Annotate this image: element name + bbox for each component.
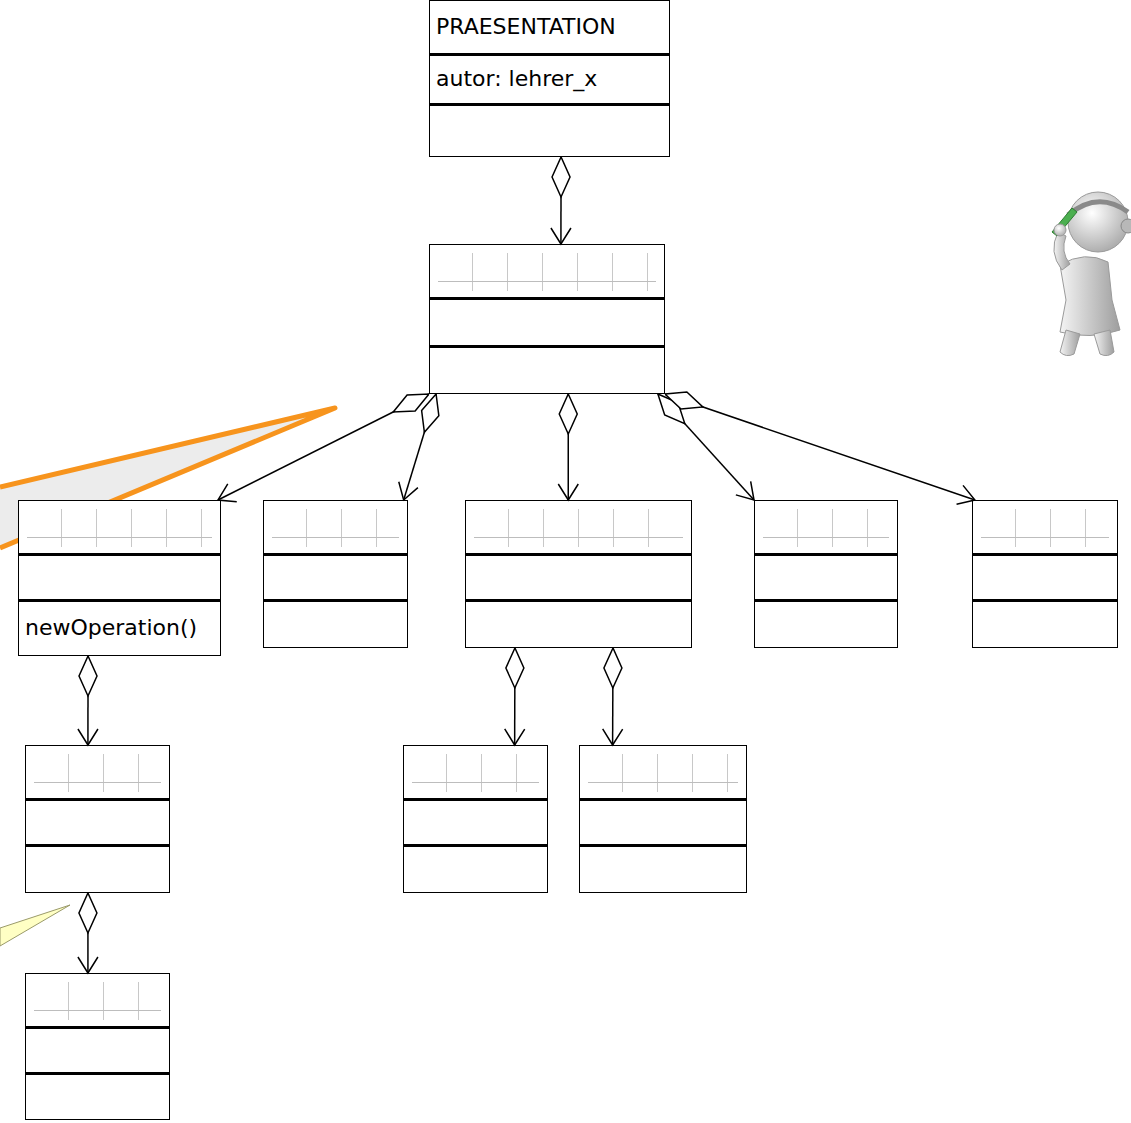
class-box (25, 745, 170, 893)
attribute-compartment: autor: lehrer_x (430, 56, 669, 106)
operation-compartment (26, 847, 169, 892)
class-box (972, 500, 1118, 648)
aggregation-connector (612, 648, 614, 745)
name-compartment (26, 746, 169, 801)
operation-text: newOperation() (25, 615, 197, 641)
operation-compartment: newOperation() (19, 602, 220, 655)
operation-compartment (264, 602, 407, 647)
attribute-compartment (973, 556, 1117, 602)
operation-compartment (404, 847, 547, 892)
name-compartment (973, 501, 1117, 556)
class-box (579, 745, 747, 893)
name-compartment (466, 501, 691, 556)
attribute-text: autor: lehrer_x (436, 66, 597, 92)
aggregation-connector (87, 893, 89, 973)
attribute-compartment (580, 801, 746, 847)
name-compartment (264, 501, 407, 556)
name-compartment (755, 501, 897, 556)
aggregation-connector (560, 157, 562, 244)
class-box (403, 745, 548, 893)
class-box: PRAESENTATION autor: lehrer_x (429, 0, 670, 157)
attribute-compartment (430, 300, 664, 348)
aggregation-connector (665, 394, 975, 500)
name-compartment (19, 501, 220, 556)
operation-compartment (973, 602, 1117, 647)
operation-compartment (430, 106, 669, 156)
attribute-compartment (466, 556, 691, 602)
class-box (263, 500, 408, 648)
class-box (754, 500, 898, 648)
name-compartment (26, 974, 169, 1029)
aggregation-connector (404, 394, 436, 500)
operation-compartment (26, 1075, 169, 1119)
name-compartment (580, 746, 746, 801)
aggregation-connector (567, 394, 569, 500)
name-compartment (430, 245, 664, 300)
person-figure (1052, 192, 1131, 356)
attribute-compartment (404, 801, 547, 847)
class-box (25, 973, 170, 1120)
note-callout (0, 905, 70, 946)
operation-compartment (466, 602, 691, 647)
operation-compartment (755, 602, 897, 647)
aggregation-connector (514, 648, 516, 745)
attribute-compartment (264, 556, 407, 602)
aggregation-connector (218, 394, 429, 500)
aggregation-connector (87, 656, 89, 745)
class-box: newOperation() (18, 500, 221, 656)
class-box (429, 244, 665, 394)
name-compartment: PRAESENTATION (430, 1, 669, 56)
operation-compartment (580, 847, 746, 892)
attribute-compartment (26, 1029, 169, 1075)
name-compartment (404, 746, 547, 801)
attribute-compartment (26, 801, 169, 847)
attribute-compartment (19, 556, 220, 602)
operation-compartment (430, 348, 664, 393)
aggregation-connector (658, 394, 754, 500)
class-box (465, 500, 692, 648)
class-name: PRAESENTATION (436, 14, 616, 40)
attribute-compartment (755, 556, 897, 602)
